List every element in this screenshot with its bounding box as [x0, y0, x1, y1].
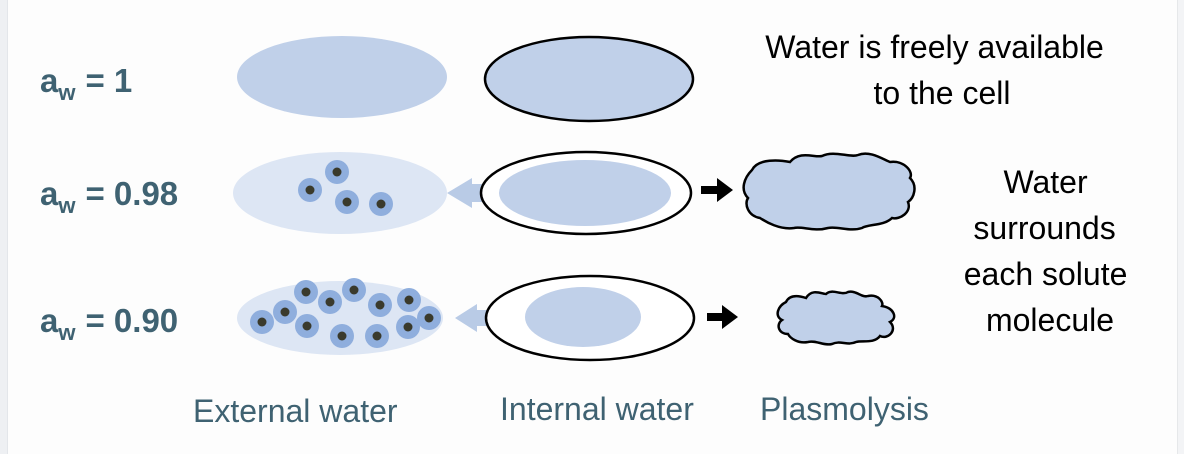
water-efflux-arrow-row-3: [455, 304, 491, 332]
aw-label-row-1: aw= 1: [40, 62, 132, 105]
solute-molecule: [301, 287, 311, 297]
plasmolysed-cell-row-2: [742, 152, 916, 231]
plasmolysis-arrow-row-2: [701, 178, 733, 202]
solute-molecule: [403, 322, 413, 332]
solute-molecule: [257, 317, 267, 327]
solute-molecule: [280, 307, 290, 317]
solute-molecule: [302, 321, 312, 331]
cell-internal-water-row-2: [499, 160, 671, 226]
solute-molecule: [375, 300, 385, 310]
note-free-water: Water is freely available to the cell: [765, 29, 1112, 111]
solute-molecule: [424, 313, 434, 323]
right-frame-edge: [1177, 0, 1184, 454]
solute-molecule: [376, 199, 386, 209]
solute-molecule: [325, 297, 335, 307]
aw-label-row-3: aw= 0.90: [40, 302, 178, 345]
solute-molecule: [404, 295, 414, 305]
column-label-internal: Internal water: [500, 391, 694, 427]
cell-internal-water-full: [483, 35, 695, 123]
external-water-concentrated-solution: [237, 281, 443, 355]
solute-molecule: [337, 331, 347, 341]
solute-molecules-group-row-3: [250, 278, 441, 348]
solute-molecule: [332, 167, 342, 177]
solute-molecule: [305, 185, 315, 195]
left-frame-edge: [0, 0, 8, 454]
water-efflux-arrow-row-2: [447, 178, 484, 208]
plasmolysed-cell-row-3: [776, 290, 896, 346]
solute-molecule: [342, 197, 352, 207]
plasmolysis-arrow-row-3: [707, 305, 738, 329]
column-label-plasmolysis: Plasmolysis: [760, 391, 929, 427]
solute-molecule: [349, 285, 359, 295]
note-water-surrounds-solute: Water surrounds each solute molecule: [964, 164, 1137, 338]
solute-molecules-group-row-2: [298, 160, 393, 216]
aw-label-row-2: aw= 0.98: [40, 175, 178, 218]
column-label-external: External water: [193, 393, 398, 429]
cell-internal-water-row-3: [525, 287, 641, 347]
external-water-pure: [237, 36, 447, 118]
solute-molecule: [372, 331, 382, 341]
